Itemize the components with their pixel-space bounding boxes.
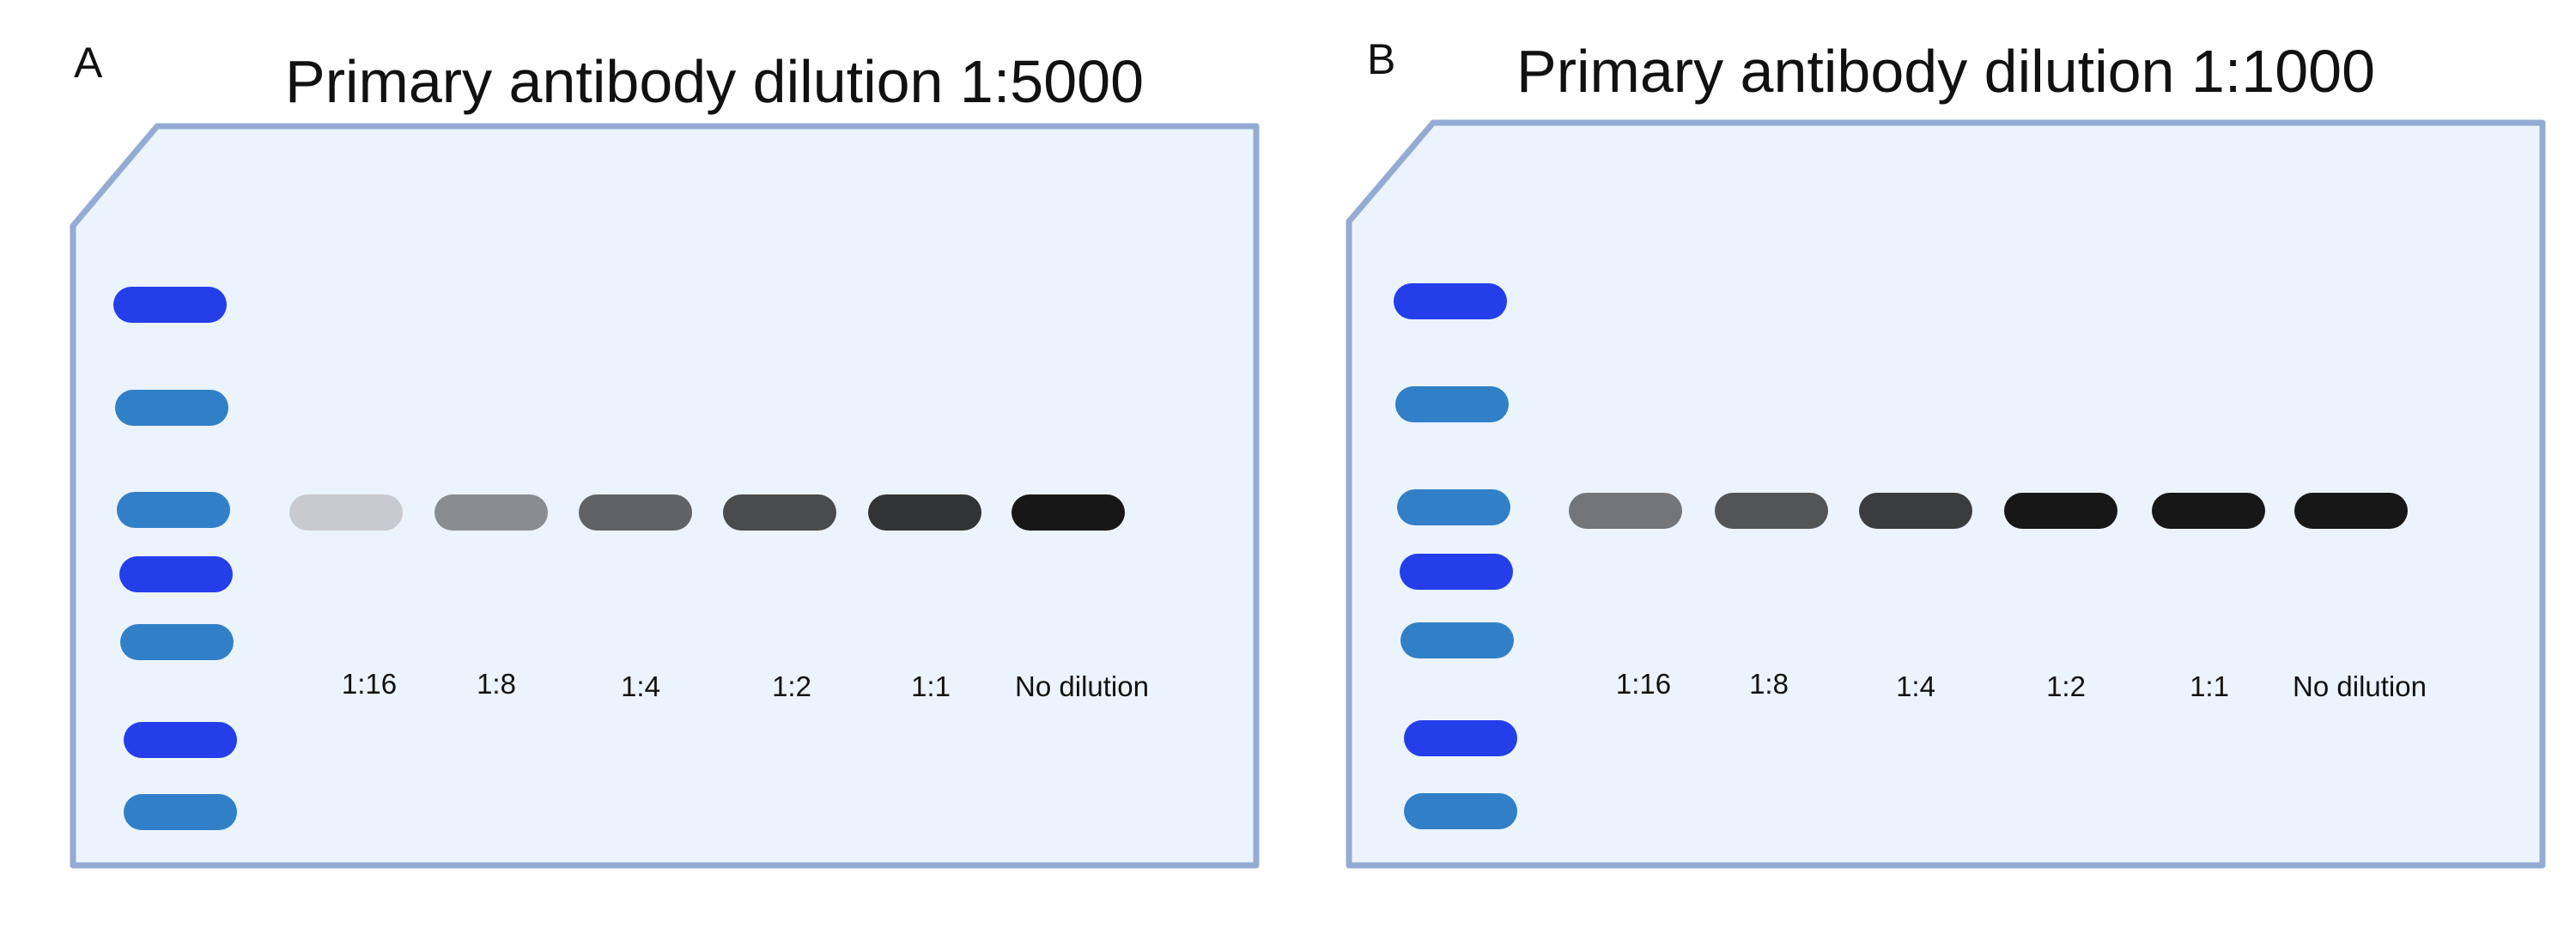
lane-label: 1:8 bbox=[477, 668, 516, 700]
blot-a: 1:16 1:8 1:4 1:2 1:1 No dilution bbox=[70, 123, 1260, 869]
lane-label: 1:2 bbox=[772, 670, 811, 702]
ladder-band bbox=[119, 556, 233, 592]
lane-label: 1:16 bbox=[1616, 668, 1671, 700]
sample-band bbox=[289, 494, 403, 531]
ladder-band bbox=[117, 492, 230, 528]
lane-label: 1:1 bbox=[2190, 670, 2229, 702]
sample-lanes: 1:16 1:8 1:4 1:2 1:1 No dilution bbox=[289, 494, 1149, 702]
lane-label: 1:4 bbox=[1896, 670, 1935, 702]
lane-label: 1:16 bbox=[342, 668, 397, 700]
sample-band bbox=[579, 494, 692, 531]
panel-letter: A bbox=[74, 39, 103, 87]
lane-label: No dilution bbox=[1015, 670, 1149, 702]
lane-label: No dilution bbox=[2293, 670, 2427, 702]
sample-band bbox=[2294, 493, 2408, 529]
sample-band bbox=[1012, 494, 1125, 531]
panel-title: Primary antibody dilution 1:1000 bbox=[1516, 38, 2376, 105]
ladder bbox=[1394, 283, 1517, 829]
sample-band bbox=[2004, 493, 2117, 529]
ladder-band bbox=[124, 722, 237, 758]
sample-band bbox=[1859, 493, 1972, 529]
ladder-band bbox=[124, 794, 237, 830]
panel-letter: B bbox=[1367, 35, 1396, 83]
ladder-band bbox=[115, 390, 228, 426]
sample-band bbox=[1715, 493, 1828, 529]
lane-label: 1:1 bbox=[911, 670, 951, 702]
lane-label: 1:2 bbox=[2046, 670, 2086, 702]
sample-band bbox=[434, 494, 548, 531]
sample-band bbox=[723, 494, 836, 531]
ladder-band bbox=[1400, 554, 1513, 590]
blot-b: 1:16 1:8 1:4 1:2 1:1 No dilution bbox=[1346, 119, 2546, 869]
ladder-band bbox=[1395, 386, 1509, 422]
ladder-band bbox=[1394, 283, 1507, 319]
panel-title: Primary antibody dilution 1:5000 bbox=[285, 48, 1145, 115]
ladder-band bbox=[113, 287, 227, 323]
sample-band bbox=[1569, 493, 1682, 529]
ladder-band bbox=[1404, 720, 1517, 756]
sample-lanes: 1:16 1:8 1:4 1:2 1:1 No dilution bbox=[1569, 493, 2427, 702]
lane-label: 1:8 bbox=[1749, 668, 1789, 700]
ladder bbox=[113, 287, 237, 830]
ladder-band bbox=[1404, 793, 1517, 829]
lane-label: 1:4 bbox=[621, 670, 660, 702]
ladder-band bbox=[1397, 489, 1510, 525]
sample-band bbox=[868, 494, 981, 531]
ladder-band bbox=[1400, 622, 1514, 658]
sample-band bbox=[2152, 493, 2265, 529]
ladder-band bbox=[120, 624, 234, 660]
